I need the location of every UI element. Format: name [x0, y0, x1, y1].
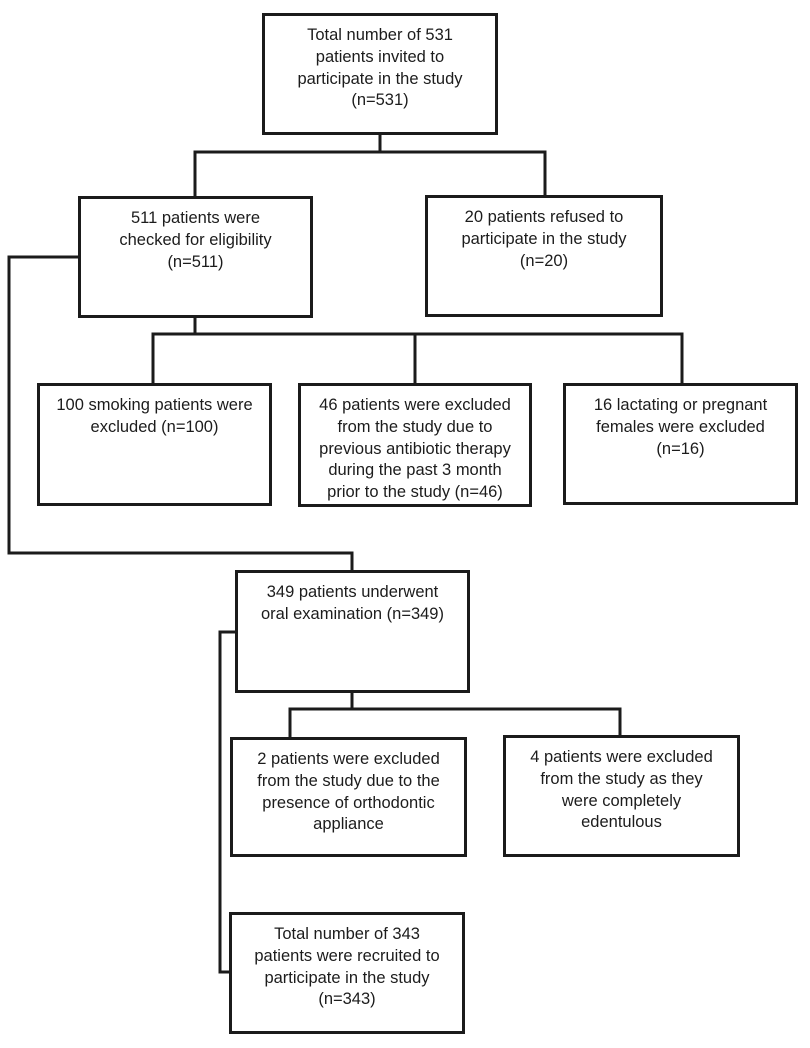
- connector-oral-exam-split: [288, 691, 622, 739]
- connector-oral-exam-recruited: [218, 630, 237, 974]
- node-invited-total: Total number of 531 patients invited to …: [262, 13, 498, 135]
- node-checked-eligibility: 511 patients were checked for eligibilit…: [78, 196, 313, 318]
- node-excluded-smoking: 100 smoking patients were excluded (n=10…: [37, 383, 272, 506]
- node-excluded-lactating-pregnant: 16 lactating or pregnant females were ex…: [563, 383, 798, 505]
- node-excluded-edentulous: 4 patients were excluded from the study …: [503, 735, 740, 857]
- node-recruited-total: Total number of 343 patients were recrui…: [229, 912, 465, 1034]
- connector-eligibility-split: [151, 316, 684, 385]
- connector-eligibility-oral-exam: [7, 255, 354, 572]
- node-excluded-orthodontic-appliance: 2 patients were excluded from the study …: [230, 737, 467, 857]
- node-excluded-antibiotic-therapy: 46 patients were excluded from the study…: [298, 383, 532, 507]
- connector-invited-split: [193, 133, 547, 198]
- node-oral-examination: 349 patients underwent oral examination …: [235, 570, 470, 693]
- node-refused-participation: 20 patients refused to participate in th…: [425, 195, 663, 317]
